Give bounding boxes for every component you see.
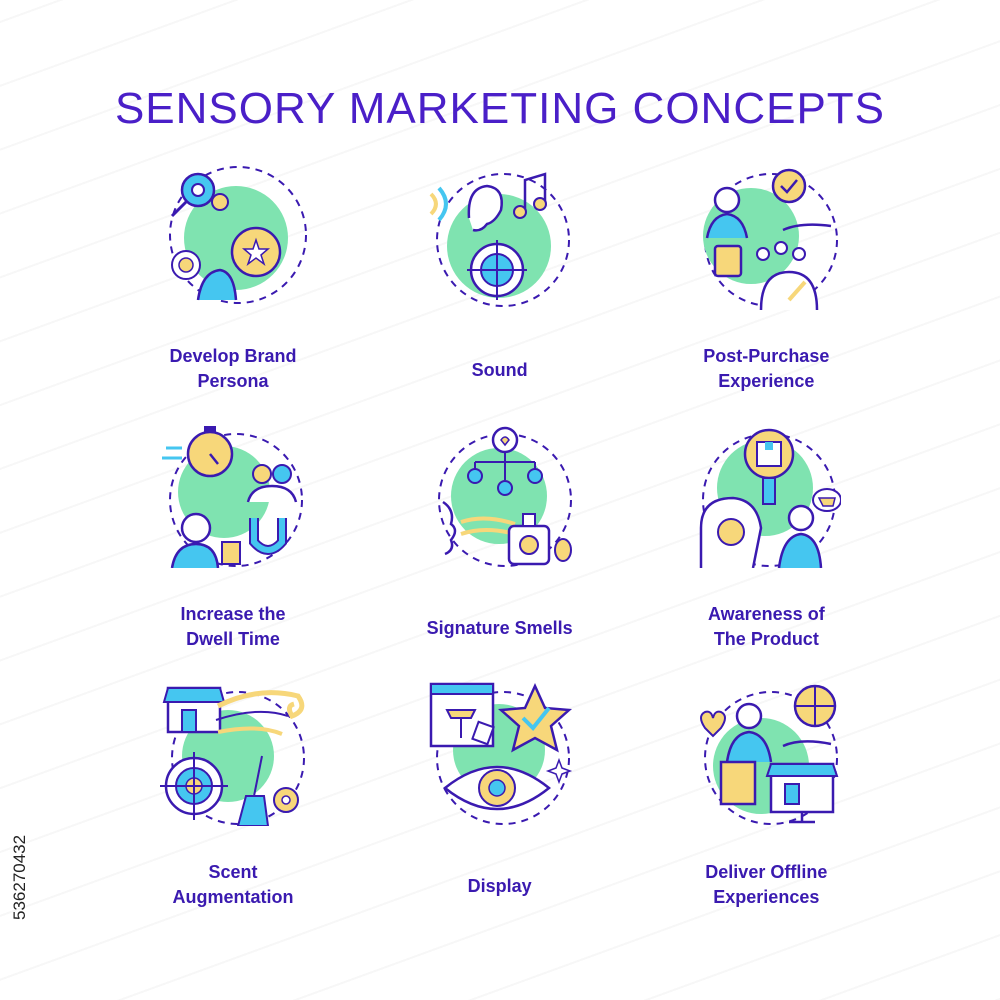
scent-augmentation-icon [160, 686, 305, 826]
concept-label: Display [467, 876, 532, 896]
concept-label: Awareness of The Product [707, 604, 825, 649]
concept-grid: Develop Brand Persona Sound [100, 160, 900, 934]
concept-card-post-purchase: Post-Purchase Experience [633, 160, 899, 418]
signature-smells-icon [437, 426, 572, 567]
concept-card-brand-persona: Develop Brand Persona [100, 160, 366, 418]
concept-label: Sound [471, 360, 528, 380]
concept-card-scent-augmentation: Scent Augmentation [100, 676, 366, 934]
display-icon [429, 682, 572, 825]
dwell-time-icon [162, 426, 303, 568]
concept-label: Deliver Offline Experiences [705, 862, 828, 907]
concept-card-offline-experiences: Deliver Offline Experiences [633, 676, 899, 934]
concept-label: Post-Purchase Experience [703, 346, 830, 391]
sound-icon [429, 172, 570, 307]
stock-id-text: 536270432 [10, 834, 29, 920]
post-purchase-icon [703, 168, 839, 310]
product-awareness-icon [700, 428, 842, 568]
concept-card-dwell-time: Increase the Dwell Time [100, 418, 366, 676]
brand-persona-icon [169, 166, 307, 304]
concept-card-signature-smells: Signature Smells [367, 418, 633, 676]
concept-label: Scent Augmentation [172, 862, 294, 907]
concept-card-product-awareness: Awareness of The Product [633, 418, 899, 676]
offline-experiences-icon [700, 684, 839, 825]
concept-label: Increase the Dwell Time [180, 604, 286, 649]
concept-label: Develop Brand Persona [169, 346, 297, 391]
concept-label: Signature Smells [426, 618, 573, 638]
page-title: SENSORY MARKETING CONCEPTS [114, 84, 886, 133]
concept-card-display: Display [367, 676, 633, 934]
concept-card-sound: Sound [367, 160, 633, 418]
